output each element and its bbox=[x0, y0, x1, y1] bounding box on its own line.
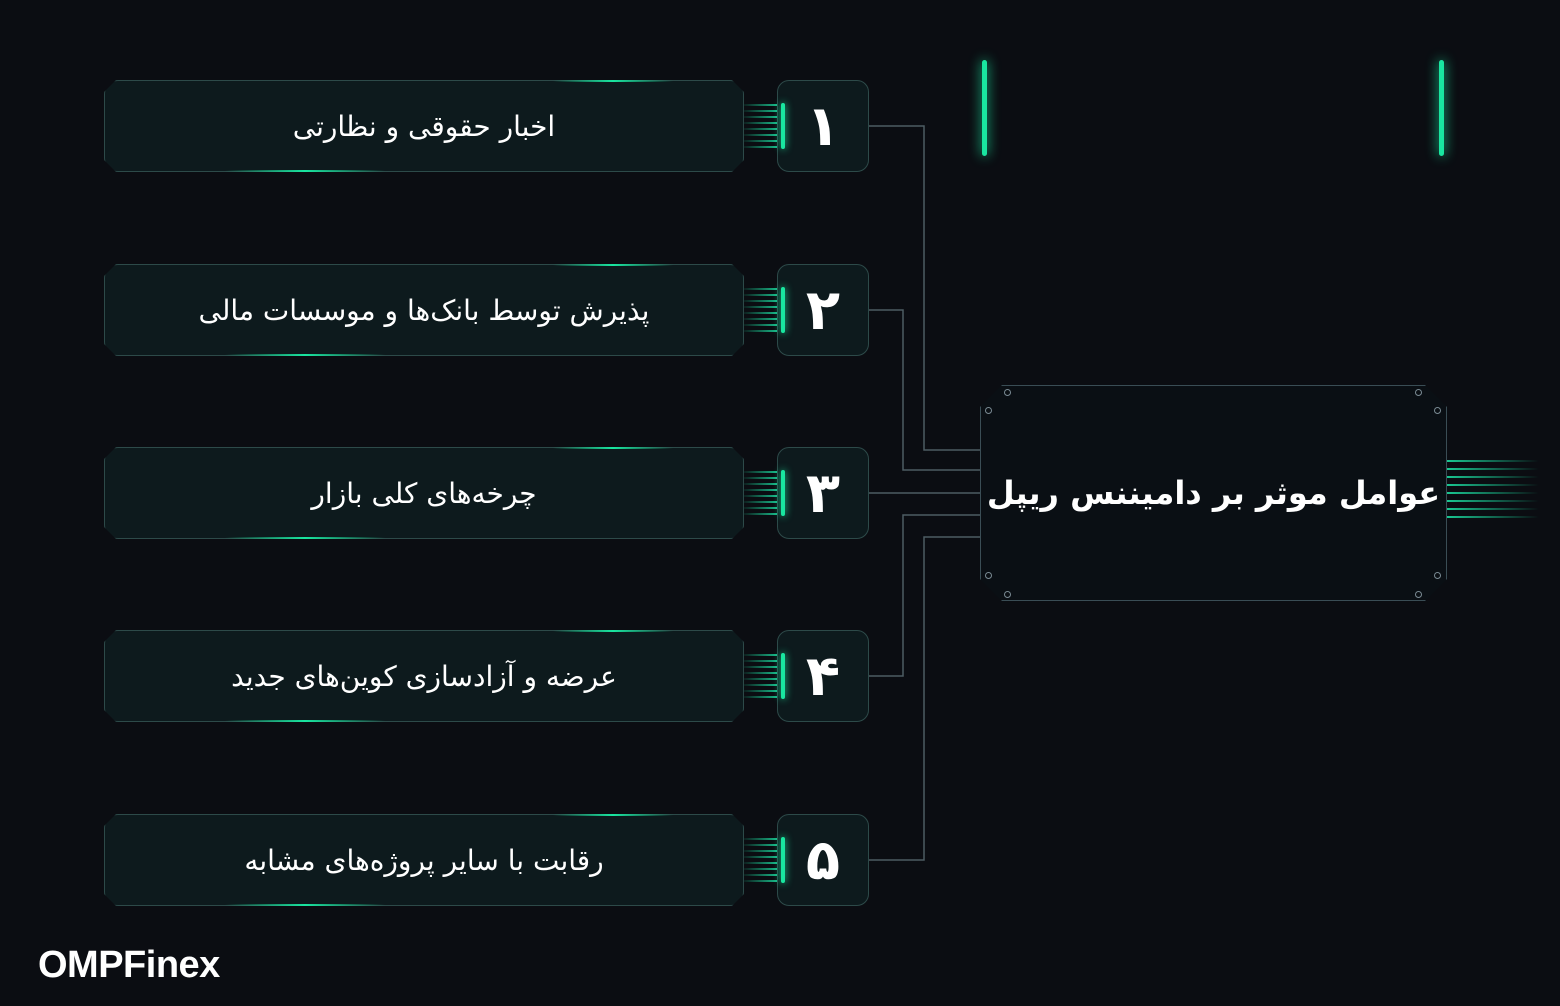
corner-dot bbox=[1434, 407, 1441, 414]
center-topic-box: عوامل موثر بر دامیننس ریپل bbox=[980, 385, 1447, 601]
connector-4 bbox=[869, 514, 982, 677]
center-accent-left bbox=[982, 60, 987, 156]
number-badge-2: ۲ bbox=[777, 264, 869, 356]
number-badge-4: ۴ bbox=[777, 630, 869, 722]
output-stripes bbox=[1447, 460, 1539, 524]
corner-dot bbox=[1004, 389, 1011, 396]
factor-label-1: اخبار حقوقی و نظارتی bbox=[292, 109, 556, 143]
factor-label-3: چرخه‌های کلی بازار bbox=[311, 476, 537, 510]
center-accent-right bbox=[1439, 60, 1444, 156]
corner-dot bbox=[1415, 591, 1422, 598]
link-stripes-2 bbox=[744, 288, 778, 332]
number-label-5: ۵ bbox=[805, 827, 841, 893]
factor-label-2: پذیرش توسط بانک‌ها و موسسات مالی bbox=[198, 293, 650, 327]
number-badge-1: ۱ bbox=[777, 80, 869, 172]
corner-dot bbox=[985, 572, 992, 579]
connector-1 bbox=[869, 125, 982, 451]
connector-2 bbox=[869, 309, 982, 471]
factor-box-5: رقابت با سایر پروژه‌های مشابه bbox=[104, 814, 744, 906]
corner-dot bbox=[1434, 572, 1441, 579]
factor-box-2: پذیرش توسط بانک‌ها و موسسات مالی bbox=[104, 264, 744, 356]
factor-box-4: عرضه و آزادسازی کوین‌های جدید bbox=[104, 630, 744, 722]
number-badge-3: ۳ bbox=[777, 447, 869, 539]
factor-box-1: اخبار حقوقی و نظارتی bbox=[104, 80, 744, 172]
number-label-3: ۳ bbox=[805, 460, 841, 526]
link-stripes-4 bbox=[744, 654, 778, 698]
link-stripes-3 bbox=[744, 471, 778, 515]
factor-label-4: عرضه و آزادسازی کوین‌های جدید bbox=[231, 659, 617, 693]
corner-dot bbox=[985, 407, 992, 414]
factor-label-5: رقابت با سایر پروژه‌های مشابه bbox=[244, 843, 604, 877]
number-label-4: ۴ bbox=[805, 643, 841, 709]
center-title: عوامل موثر بر دامیننس ریپل bbox=[986, 474, 1441, 512]
corner-dot bbox=[1415, 389, 1422, 396]
number-label-1: ۱ bbox=[805, 93, 841, 159]
number-label-2: ۲ bbox=[805, 277, 841, 343]
connector-5 bbox=[869, 536, 982, 861]
factor-box-3: چرخه‌های کلی بازار bbox=[104, 447, 744, 539]
number-badge-5: ۵ bbox=[777, 814, 869, 906]
corner-dot bbox=[1004, 591, 1011, 598]
brand-logo: OMPFinex bbox=[38, 944, 220, 986]
link-stripes-1 bbox=[744, 104, 778, 148]
link-stripes-5 bbox=[744, 838, 778, 882]
